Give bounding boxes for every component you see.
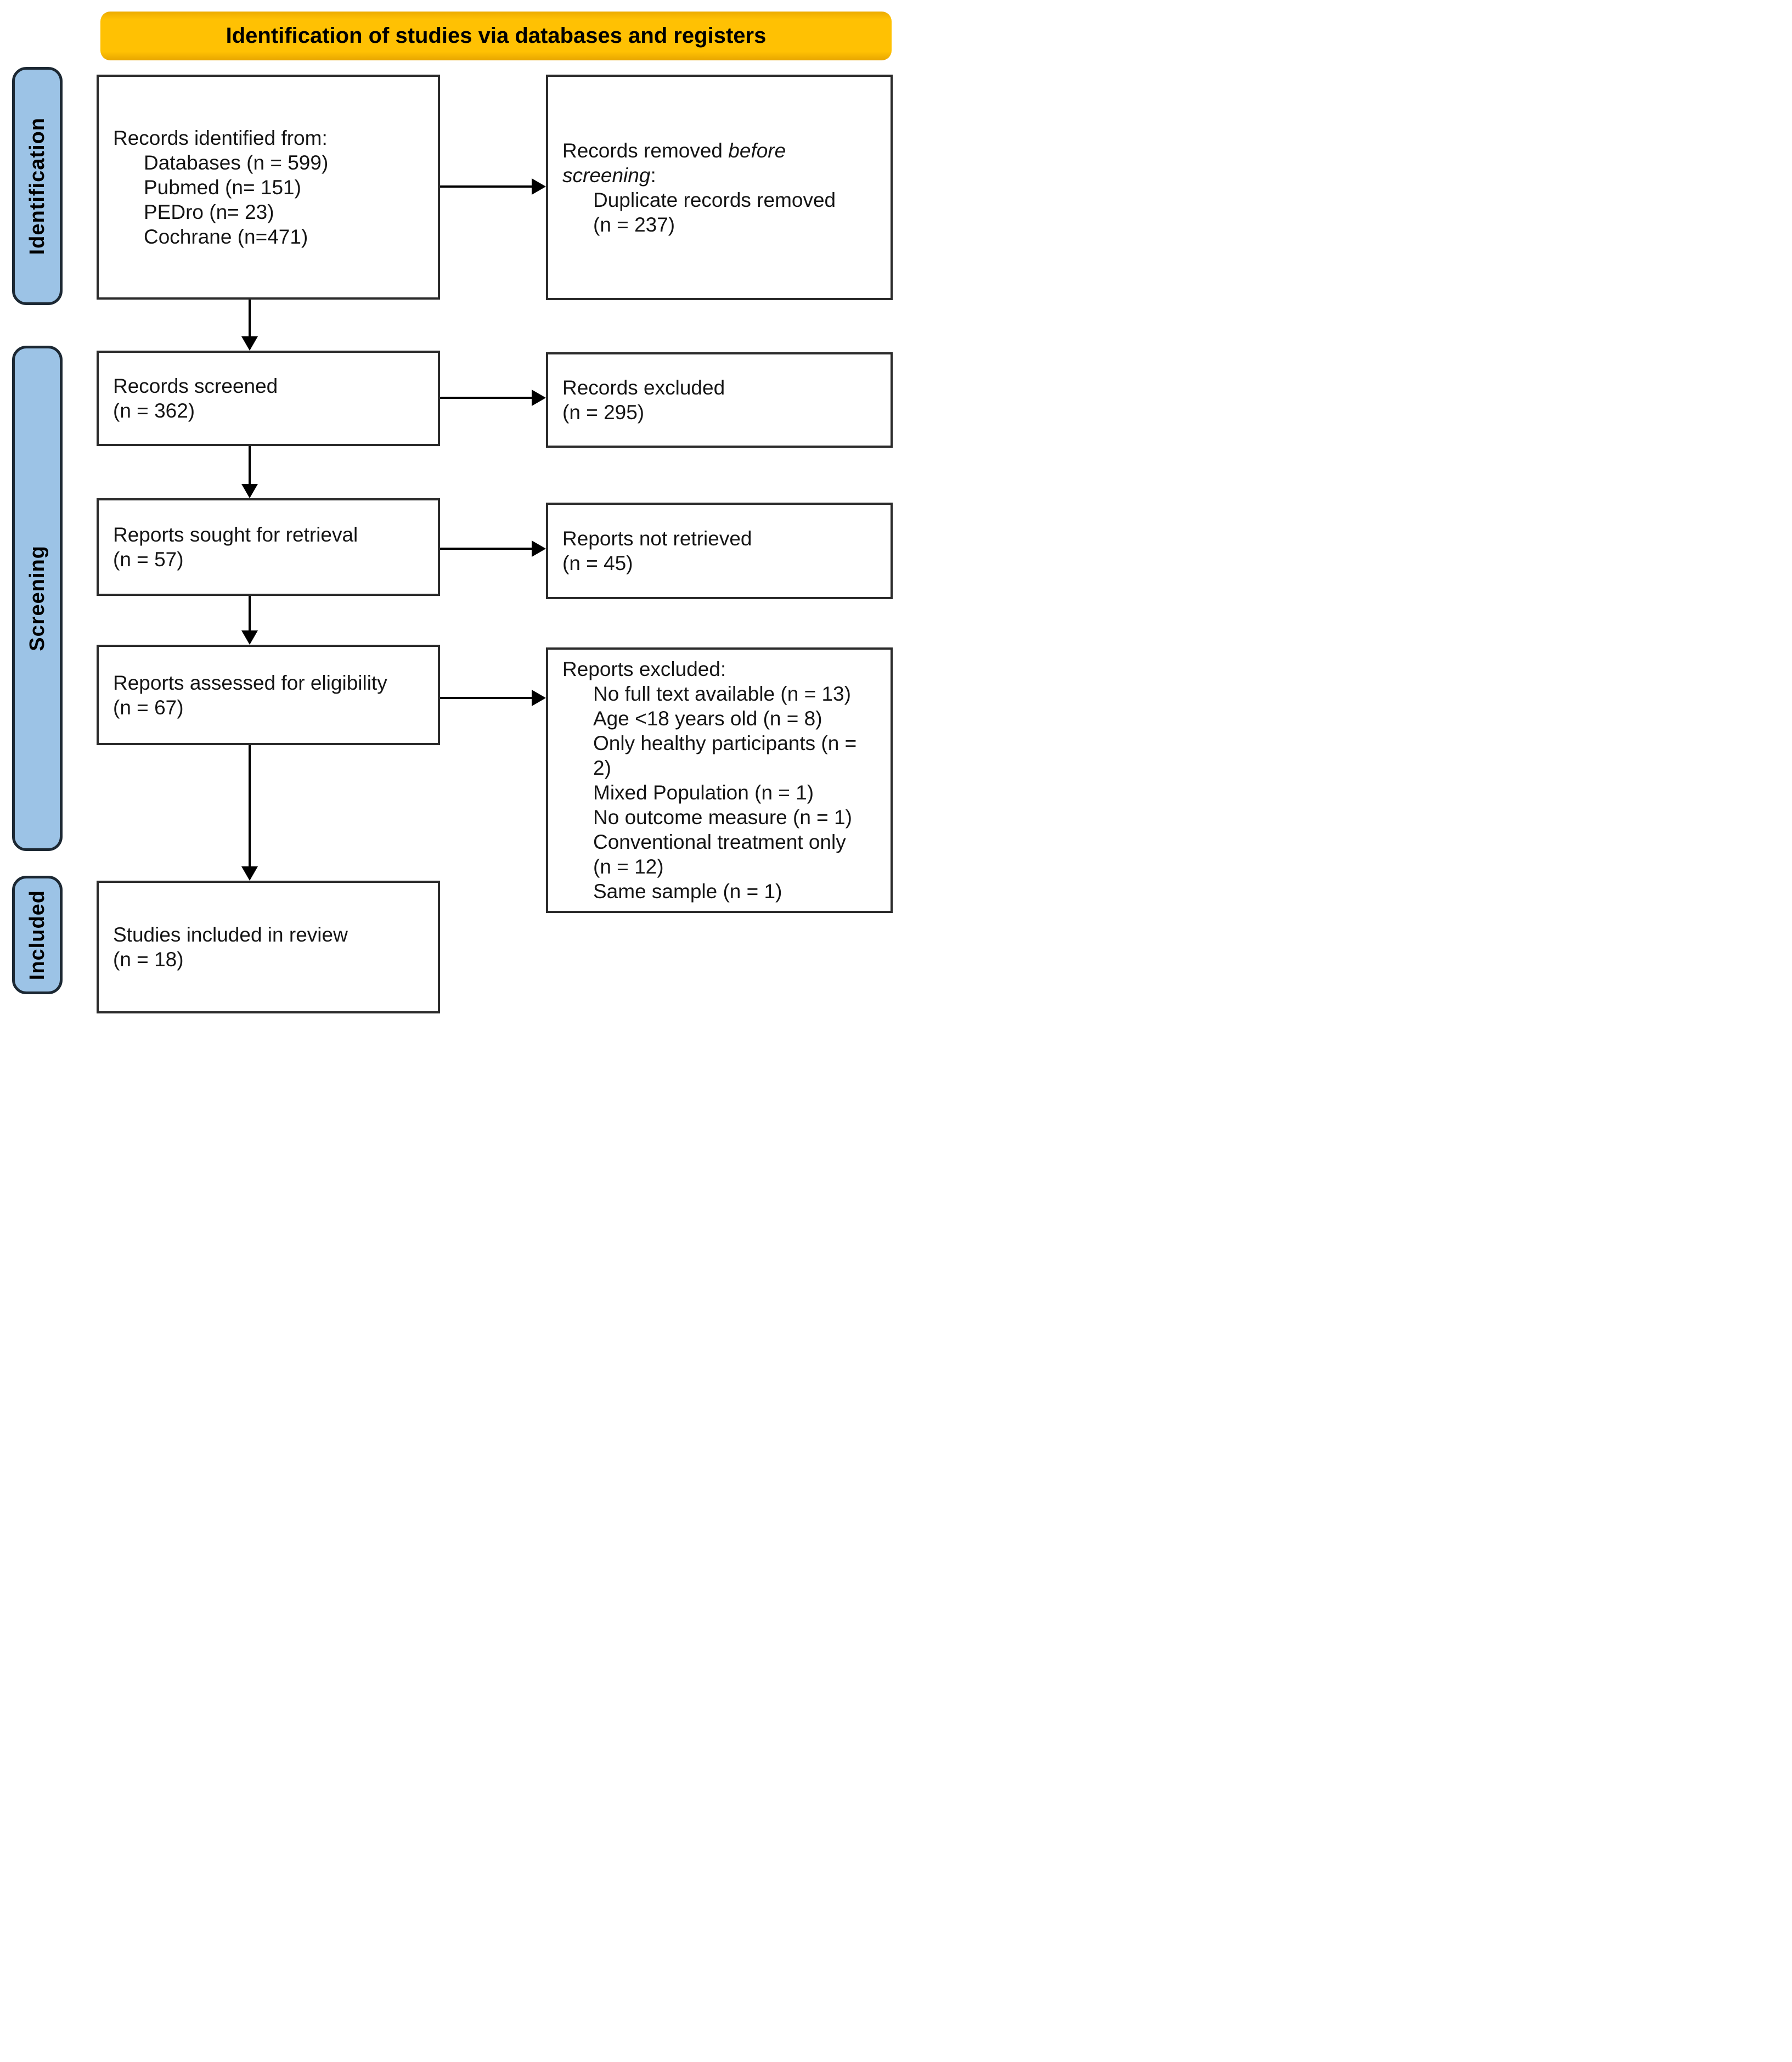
- box-line: Age <18 years old (n = 8): [593, 707, 822, 730]
- box-line: Conventional treatment only: [593, 831, 846, 853]
- box-line: Reports excluded:: [562, 658, 726, 680]
- stage-included: Included: [12, 876, 63, 994]
- box-line: (n = 237): [593, 213, 675, 236]
- box-line: (n = 45): [562, 552, 633, 574]
- box-line: Cochrane (n=471): [144, 225, 308, 248]
- box-line: Records removed before: [562, 138, 876, 163]
- box-line: PEDro (n= 23): [144, 200, 274, 223]
- stage-screening-label: Screening: [25, 545, 49, 651]
- box-studies-included: Studies included in review (n = 18): [97, 881, 440, 1013]
- box-records-screened: Records screened (n = 362): [97, 351, 440, 446]
- stage-identification-label: Identification: [25, 117, 49, 255]
- box-reports-excluded: Reports excluded: No full text available…: [546, 647, 893, 913]
- box-line-text: :: [650, 164, 656, 187]
- box-line: Same sample (n = 1): [593, 880, 782, 903]
- box-line: Reports sought for retrieval: [113, 523, 358, 546]
- box-line: Mixed Population (n = 1): [593, 781, 814, 804]
- box-reports-sought: Reports sought for retrieval (n = 57): [97, 498, 440, 596]
- arrow-down-icon: [249, 745, 251, 866]
- box-records-identified: Records identified from: Databases (n = …: [97, 75, 440, 300]
- box-line: Records screened: [113, 375, 278, 397]
- prisma-flow-diagram: Identification of studies via databases …: [0, 0, 896, 1031]
- box-line-text-italic: before: [728, 139, 786, 162]
- box-line: screening:: [562, 163, 876, 188]
- box-reports-not-retrieved: Reports not retrieved (n = 45): [546, 503, 893, 599]
- box-line: Pubmed (n= 151): [144, 176, 301, 199]
- stage-included-label: Included: [25, 889, 49, 981]
- box-line: No full text available (n = 13): [593, 683, 851, 705]
- box-line: Only healthy participants (n =: [593, 732, 857, 754]
- box-line: (n = 12): [593, 855, 664, 878]
- title-banner-label: Identification of studies via databases …: [226, 24, 767, 48]
- box-line: (n = 18): [113, 948, 184, 971]
- arrow-down-icon: [249, 596, 251, 630]
- box-line: No outcome measure (n = 1): [593, 806, 852, 829]
- arrow-right-icon: [440, 185, 532, 188]
- box-records-removed: Records removed before screening: Duplic…: [546, 75, 893, 300]
- box-line: Reports assessed for eligibility: [113, 671, 387, 694]
- box-line: (n = 67): [113, 696, 184, 719]
- box-line: Databases (n = 599): [144, 151, 329, 174]
- stage-screening: Screening: [12, 346, 63, 851]
- box-line: 2): [593, 757, 611, 779]
- box-line: Records identified from:: [113, 126, 328, 149]
- arrow-down-icon: [249, 300, 251, 336]
- box-line: Duplicate records removed: [593, 188, 836, 211]
- box-reports-assessed: Reports assessed for eligibility (n = 67…: [97, 645, 440, 745]
- box-line: (n = 362): [113, 399, 195, 422]
- box-line: Reports not retrieved: [562, 527, 752, 550]
- arrow-down-icon: [249, 446, 251, 484]
- box-line-text-italic: screening: [562, 164, 651, 187]
- box-line-text: Records removed: [562, 139, 723, 162]
- box-records-excluded: Records excluded (n = 295): [546, 352, 893, 448]
- box-line: Records excluded: [562, 376, 725, 399]
- arrow-right-icon: [440, 397, 532, 399]
- box-line: Studies included in review: [113, 923, 348, 946]
- box-line: (n = 57): [113, 548, 184, 571]
- arrow-right-icon: [440, 548, 532, 550]
- title-banner: Identification of studies via databases …: [100, 12, 892, 60]
- box-line: (n = 295): [562, 401, 645, 424]
- arrow-right-icon: [440, 697, 532, 699]
- stage-identification: Identification: [12, 67, 63, 305]
